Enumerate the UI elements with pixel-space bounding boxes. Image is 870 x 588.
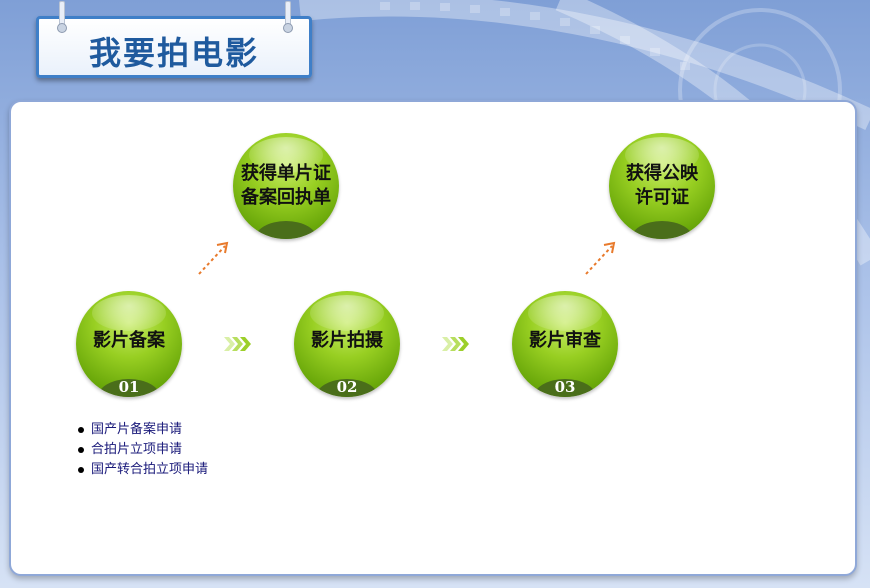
bullet-icon: [78, 447, 84, 453]
requirement-list: 国产片备案申请 合拍片立项申请 国产转合拍立项申请: [78, 420, 208, 480]
step-label: 影片审查: [529, 330, 601, 351]
step-circle-3[interactable]: 影片审查 03: [512, 291, 618, 397]
outcome-line-2: 许可证: [635, 187, 689, 208]
step-circle-2[interactable]: 影片拍摄 02: [294, 291, 400, 397]
step-number: 01: [118, 378, 140, 396]
title-tag: 我要拍电影: [36, 1, 312, 78]
list-item[interactable]: 国产转合拍立项申请: [78, 460, 208, 480]
step-number: 02: [336, 378, 358, 396]
outcome-circle-1[interactable]: 获得单片证 备案回执单: [233, 133, 339, 239]
list-item-label: 国产转合拍立项申请: [91, 462, 209, 477]
list-item-label: 合拍片立项申请: [91, 442, 183, 457]
step-label: 影片拍摄: [311, 330, 383, 351]
pin-right-icon: [283, 23, 293, 33]
circle-base: [534, 379, 596, 397]
outcome-label: 获得单片证 备案回执单: [233, 133, 339, 239]
step-label: 影片备案: [93, 330, 165, 351]
outcome-line-1: 获得单片证: [241, 163, 331, 184]
bullet-icon: [78, 427, 84, 433]
outcome-circle-2[interactable]: 获得公映 许可证: [609, 133, 715, 239]
circle-base: [98, 379, 160, 397]
list-item[interactable]: 国产片备案申请: [78, 420, 208, 440]
list-item[interactable]: 合拍片立项申请: [78, 440, 208, 460]
step-number: 03: [554, 378, 576, 396]
chevron-arrow-icon: [442, 337, 469, 351]
outcome-label: 获得公映 许可证: [609, 133, 715, 239]
outcome-line-1: 获得公映: [626, 163, 698, 184]
page-title: 我要拍电影: [88, 34, 259, 72]
outcome-line-2: 备案回执单: [241, 187, 331, 208]
circle-base: [631, 221, 693, 239]
circle-base: [255, 221, 317, 239]
step-circle-1[interactable]: 影片备案 01: [76, 291, 182, 397]
circle-base: [316, 379, 378, 397]
list-item-label: 国产片备案申请: [91, 422, 183, 437]
bullet-icon: [78, 467, 84, 473]
diagonal-arrow-icon: [585, 241, 616, 275]
diagonal-arrow-icon: [198, 241, 229, 275]
pin-left-icon: [57, 23, 67, 33]
chevron-arrow-icon: [224, 337, 251, 351]
